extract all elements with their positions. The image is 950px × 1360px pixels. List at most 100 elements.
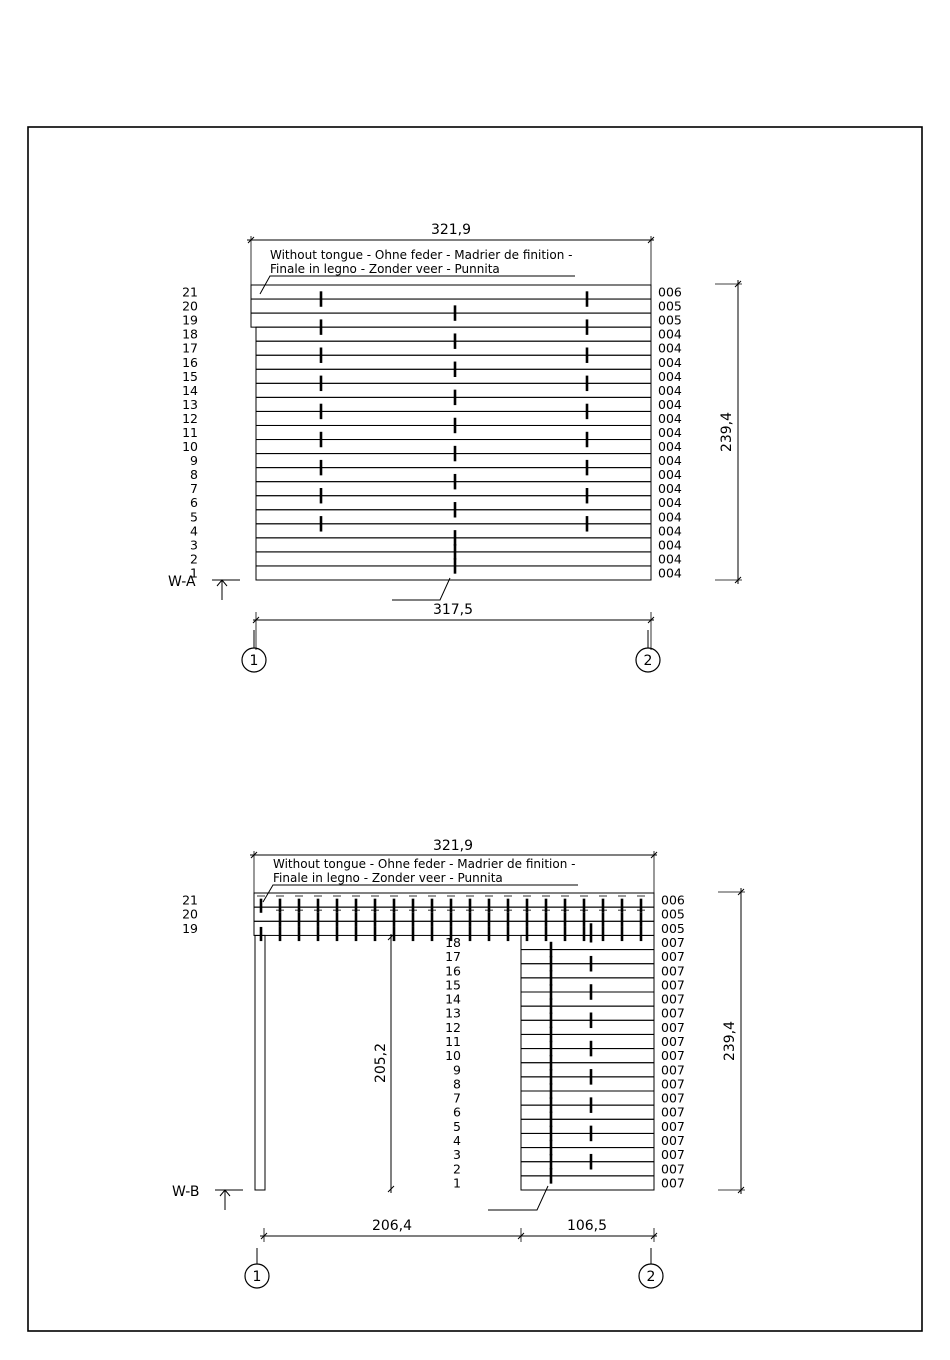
- wall-a-row-code: 004: [658, 439, 682, 454]
- wall-a-log-row: [250, 312, 652, 328]
- wall-a-row-number: 11: [182, 425, 198, 440]
- wall-a-elevation: 321,9 Without tongue - Ohne feder - Madr…: [168, 222, 742, 673]
- wall-b-panel-row: [520, 1033, 655, 1050]
- wall-a-log-row: [255, 410, 652, 426]
- wall-a-row-number: 19: [182, 313, 198, 328]
- wall-a-row-number: 6: [190, 495, 198, 510]
- wall-a-log-row: [250, 298, 652, 314]
- wall-a-log-row: [255, 481, 652, 497]
- wall-b-panel-row: [520, 1048, 655, 1064]
- wall-b-panel-row: [520, 934, 655, 951]
- wall-a-row-code: 004: [658, 537, 682, 552]
- wall-b-row-code: 006: [661, 893, 685, 908]
- wall-a-row-number: 16: [182, 355, 198, 370]
- wall-b-note-line2: Finale in legno - Zonder veer - Punnita: [273, 871, 503, 885]
- wall-b-row-number: 6: [453, 1105, 461, 1120]
- wall-b-row-code: 007: [661, 1076, 685, 1091]
- wall-a-row-number: 13: [182, 397, 198, 412]
- wall-b-row-number: 2: [453, 1161, 461, 1176]
- wall-b-row-code: 007: [661, 1006, 685, 1021]
- wall-a-width-top: 321,9: [431, 222, 471, 238]
- wall-a-log-row: [255, 396, 652, 412]
- wall-a-row-code: 004: [658, 481, 682, 496]
- wall-a-row-code: 004: [658, 453, 682, 468]
- wall-b-panel-row: [520, 963, 655, 979]
- wall-a-row-code: 004: [658, 355, 682, 370]
- wall-b-row-number: 5: [453, 1119, 461, 1134]
- wall-b-row-code: 007: [661, 1034, 685, 1049]
- wall-a-row-number: 12: [182, 411, 198, 426]
- wall-a-log-row: [255, 326, 652, 342]
- wall-a-log-row: [255, 523, 652, 539]
- wall-b-row-code: 007: [661, 1175, 685, 1190]
- wall-b-row-number: 21: [182, 893, 198, 908]
- wall-b-row-code: 007: [661, 1062, 685, 1077]
- sheet-frame: [27, 126, 923, 1332]
- wall-a-row-code: 004: [658, 425, 682, 440]
- wall-b-opening-height-dimension: 205,2: [373, 933, 395, 1193]
- wall-a-row-code: 004: [658, 411, 682, 426]
- wall-a-row-number: 2: [190, 551, 198, 566]
- wall-b-row-number: 16: [445, 963, 461, 978]
- wall-a-height: 239,4: [719, 412, 735, 452]
- wall-a-row-number: 7: [190, 481, 198, 496]
- wall-b-row-number: 11: [445, 1034, 461, 1049]
- wall-a-log-row: [255, 453, 652, 469]
- wall-a-row-number: 4: [190, 523, 198, 538]
- wall-b-row-code: 005: [661, 907, 685, 922]
- wall-a-row-number: 1: [190, 565, 198, 580]
- wall-a-section-label: W-A: [168, 574, 196, 590]
- wall-a-row-number: 20: [182, 299, 198, 314]
- wall-b-panel-row: [520, 949, 655, 965]
- wall-a-row-number: 18: [182, 327, 198, 342]
- wall-a-row-code: 004: [658, 369, 682, 384]
- wall-a-row-number: 21: [182, 285, 198, 300]
- wall-b-row-number: 7: [453, 1091, 461, 1106]
- wall-b-row-number: 12: [445, 1020, 461, 1035]
- wall-a-row-number: 15: [182, 369, 198, 384]
- wall-b-panel-row: [520, 1132, 655, 1149]
- wall-a-top-dimension: 321,9: [247, 222, 655, 285]
- wall-a-log-row: [255, 565, 652, 581]
- wall-a-width-bottom: 317,5: [433, 602, 473, 618]
- wall-b-width-panel: 106,5: [567, 1218, 607, 1234]
- wall-a-row-code: 006: [658, 285, 682, 300]
- wall-b-row-number: 1: [453, 1175, 461, 1190]
- wall-a-log-row: [255, 537, 652, 553]
- wall-b-width-top: 321,9: [433, 838, 473, 854]
- wall-b-axis-2: 2: [638, 1248, 664, 1289]
- wall-a-row-code: 004: [658, 397, 682, 412]
- wall-b-dowels: [257, 895, 645, 1184]
- wall-b-row-code: 007: [661, 935, 685, 950]
- wall-b-row-code: 007: [661, 1105, 685, 1120]
- wall-b-row-number: 20: [182, 907, 198, 922]
- wall-b-row-code: 007: [661, 1020, 685, 1035]
- wall-a-row-code: 004: [658, 509, 682, 524]
- wall-b-note-line1: Without tongue - Ohne feder - Madrier de…: [273, 857, 575, 871]
- wall-b-panel-row: [520, 1076, 655, 1092]
- wall-a-axis-1: 1: [241, 630, 267, 673]
- wall-b-row-code: 007: [661, 1133, 685, 1148]
- wall-b-row-code: 007: [661, 1161, 685, 1176]
- wall-a-log-row: [255, 382, 652, 398]
- wall-b-panel-row: [520, 991, 655, 1007]
- wall-b-panel-row: [520, 1175, 655, 1191]
- wall-a-log-row: [255, 354, 652, 370]
- wall-b-row-code: 007: [661, 949, 685, 964]
- wall-b-panel-row: [520, 1019, 655, 1035]
- wall-b-left-post: [254, 934, 266, 1191]
- wall-a-log-row: [250, 284, 652, 300]
- wall-b-top-dimension: 321,9: [250, 838, 658, 893]
- wall-b-panel-row: [520, 1118, 655, 1134]
- wall-b-panel-row: [520, 1104, 655, 1120]
- wall-a-row-code: 004: [658, 467, 682, 482]
- wall-a-row-number: 5: [190, 509, 198, 524]
- wall-b-log-row: [253, 906, 655, 922]
- wall-a-bottom-dimension: 317,5: [252, 602, 655, 650]
- wall-a-dowels: [319, 291, 589, 574]
- wall-b-row-code: 007: [661, 992, 685, 1007]
- wall-a-note: Without tongue - Ohne feder - Madrier de…: [259, 248, 575, 295]
- wall-a-row-number: 3: [190, 537, 198, 552]
- wall-b-height-dimension: 239,4: [718, 888, 745, 1194]
